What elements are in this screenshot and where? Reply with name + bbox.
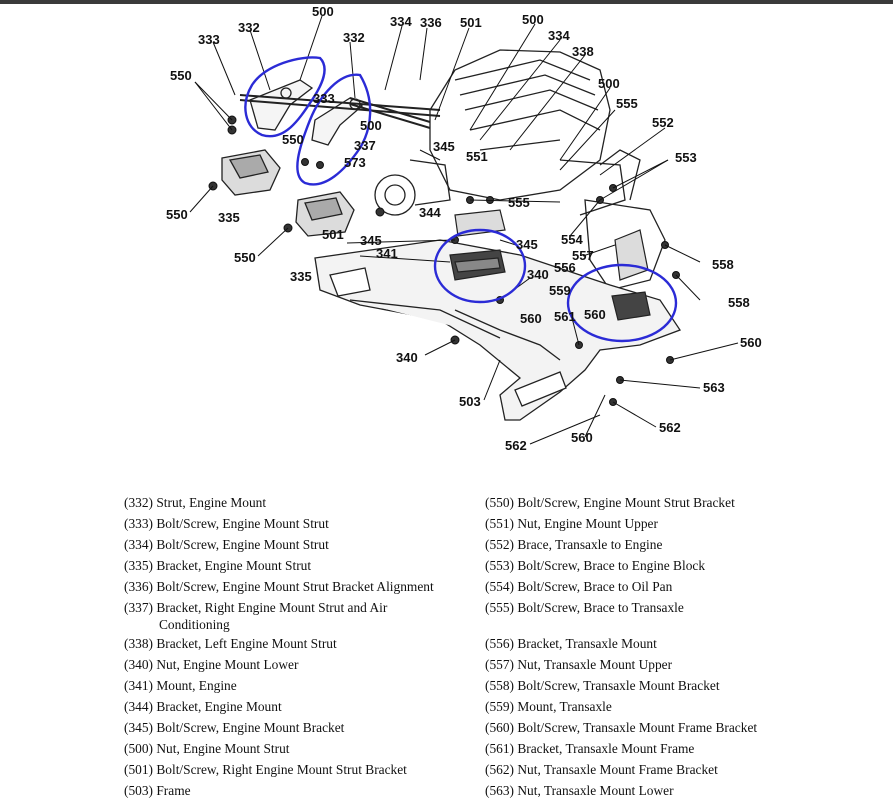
callout-340: 340 xyxy=(527,267,549,282)
callout-557: 557 xyxy=(572,248,594,263)
callout-332-b: 332 xyxy=(343,30,365,45)
callout-555: 555 xyxy=(616,96,638,111)
callout-345-b: 345 xyxy=(360,233,382,248)
callout-labels: 500 332 333 334 336 501 500 334 338 332 … xyxy=(166,4,762,453)
legend-item-551: (551) Nut, Engine Mount Upper xyxy=(485,516,658,531)
top-border xyxy=(0,0,893,4)
legend-item-340: (340) Nut, Engine Mount Lower xyxy=(124,657,299,672)
legend-item-336: (336) Bolt/Screw, Engine Mount Strut Bra… xyxy=(124,579,434,594)
callout-341: 341 xyxy=(376,246,398,261)
strut-brackets xyxy=(221,149,355,237)
legend-column-left: (332) Strut, Engine Mount (333) Bolt/Scr… xyxy=(124,494,474,803)
callout-553: 553 xyxy=(675,150,697,165)
callout-335-b: 335 xyxy=(290,269,312,284)
frame xyxy=(314,239,681,421)
callout-336: 336 xyxy=(420,15,442,30)
legend-column-right: (550) Bolt/Screw, Engine Mount Strut Bra… xyxy=(485,494,885,803)
legend-item-552: (552) Brace, Transaxle to Engine xyxy=(485,537,663,552)
callout-560-c: 560 xyxy=(740,335,762,350)
legend-item-561: (561) Bracket, Transaxle Mount Frame xyxy=(485,741,695,756)
transaxle-mount xyxy=(611,229,651,321)
legend-item-563: (563) Nut, Transaxle Mount Lower xyxy=(485,783,674,798)
legend-item-500: (500) Nut, Engine Mount Strut xyxy=(124,741,290,756)
callout-560-d: 560 xyxy=(571,430,593,445)
legend-item-341: (341) Mount, Engine xyxy=(124,678,237,693)
callout-503: 503 xyxy=(459,394,481,409)
legend-item-337-line2: Conditioning xyxy=(159,617,230,632)
legend-item-560: (560) Bolt/Screw, Transaxle Mount Frame … xyxy=(485,720,758,735)
legend-item-555: (555) Bolt/Screw, Brace to Transaxle xyxy=(485,600,684,615)
legend-item-338: (338) Bracket, Left Engine Mount Strut xyxy=(124,636,337,651)
callout-500-b: 500 xyxy=(522,12,544,27)
callout-552: 552 xyxy=(652,115,674,130)
legend-item-335: (335) Bracket, Engine Mount Strut xyxy=(124,558,312,573)
legend-item-558: (558) Bolt/Screw, Transaxle Mount Bracke… xyxy=(485,678,720,693)
legend-item-333: (333) Bolt/Screw, Engine Mount Strut xyxy=(124,516,329,531)
callout-334-b: 334 xyxy=(548,28,570,43)
callout-562-b: 562 xyxy=(505,438,527,453)
callout-500-d: 500 xyxy=(360,118,382,133)
callout-340-b: 340 xyxy=(396,350,418,365)
callout-558: 558 xyxy=(712,257,734,272)
callout-560: 560 xyxy=(584,307,606,322)
engine-mount xyxy=(449,209,506,281)
legend-item-562: (562) Nut, Transaxle Mount Frame Bracket xyxy=(485,762,718,777)
legend-item-344: (344) Bracket, Engine Mount xyxy=(124,699,282,714)
legend-item-345: (345) Bolt/Screw, Engine Mount Bracket xyxy=(124,720,345,735)
callout-550-b: 550 xyxy=(282,132,304,147)
callout-563: 563 xyxy=(703,380,725,395)
callout-333: 333 xyxy=(198,32,220,47)
legend-item-559: (559) Mount, Transaxle xyxy=(485,699,612,714)
callout-334: 334 xyxy=(390,14,412,29)
callout-333-b: 333 xyxy=(313,91,335,106)
callout-344: 344 xyxy=(419,205,441,220)
callout-555-b: 555 xyxy=(508,195,530,210)
callout-345-c: 345 xyxy=(516,237,538,252)
callout-501: 501 xyxy=(460,15,482,30)
callout-560-b: 560 xyxy=(520,311,542,326)
callout-554: 554 xyxy=(561,232,583,247)
exploded-parts-diagram: 500 332 333 334 336 501 500 334 338 332 … xyxy=(166,4,762,453)
callout-337: 337 xyxy=(354,138,376,153)
callout-559: 559 xyxy=(549,283,571,298)
callout-573: 573 xyxy=(344,155,366,170)
legend-item-337-line1: (337) Bracket, Right Engine Mount Strut … xyxy=(124,600,388,615)
legend-item-557: (557) Nut, Transaxle Mount Upper xyxy=(485,657,673,672)
callout-551: 551 xyxy=(466,149,488,164)
callout-338: 338 xyxy=(572,44,594,59)
legend-item-337: (337) Bracket, Right Engine Mount Strut … xyxy=(124,599,474,635)
callout-562: 562 xyxy=(659,420,681,435)
callout-345: 345 xyxy=(433,139,455,154)
legend-item-503: (503) Frame xyxy=(124,783,191,798)
legend-item-550: (550) Bolt/Screw, Engine Mount Strut Bra… xyxy=(485,495,735,510)
callout-500: 500 xyxy=(312,4,334,19)
callout-558-b: 558 xyxy=(728,295,750,310)
highlight-circles xyxy=(244,56,678,343)
callout-556: 556 xyxy=(554,260,576,275)
callout-561: 561 xyxy=(554,309,576,324)
legend-item-501: (501) Bolt/Screw, Right Engine Mount Str… xyxy=(124,762,407,777)
callout-550-c: 550 xyxy=(166,207,188,222)
legend-item-334: (334) Bolt/Screw, Engine Mount Strut xyxy=(124,537,329,552)
engine-mount-struts xyxy=(239,79,441,146)
legend-item-554: (554) Bolt/Screw, Brace to Oil Pan xyxy=(485,579,673,594)
callout-550-d: 550 xyxy=(234,250,256,265)
callout-550: 550 xyxy=(170,68,192,83)
legend-item-556: (556) Bracket, Transaxle Mount xyxy=(485,636,657,651)
engine-drawing xyxy=(374,49,666,291)
callout-501-b: 501 xyxy=(322,227,344,242)
callout-500-c: 500 xyxy=(598,76,620,91)
callout-335: 335 xyxy=(218,210,240,225)
legend-item-553: (553) Bolt/Screw, Brace to Engine Block xyxy=(485,558,706,573)
legend-item-332: (332) Strut, Engine Mount xyxy=(124,495,267,510)
callout-332: 332 xyxy=(238,20,260,35)
parts-legend: (332) Strut, Engine Mount (333) Bolt/Scr… xyxy=(0,494,893,806)
